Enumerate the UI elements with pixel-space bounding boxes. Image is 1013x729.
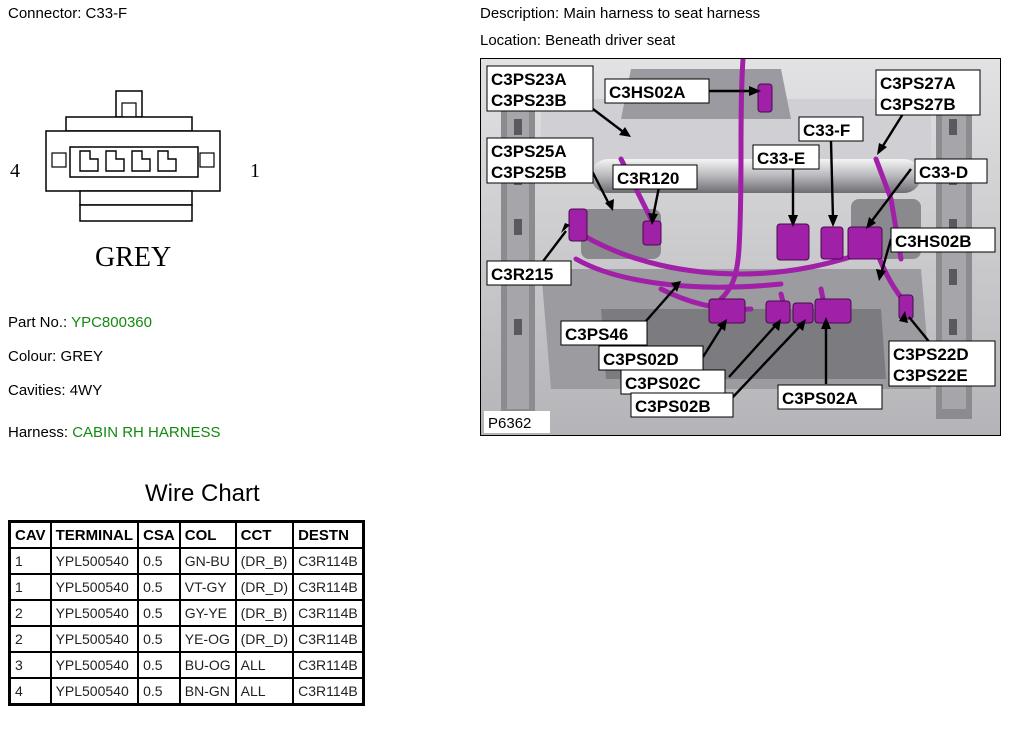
cell-col: BN-GN <box>178 677 237 706</box>
cell-cav: 2 <box>8 625 52 653</box>
cell-terminal: YPL500540 <box>49 547 140 575</box>
label-c3ps02c: C3PS02C <box>625 374 701 393</box>
colour-line: Colour: GREY <box>8 348 103 365</box>
part-no-label: Part No.: <box>8 314 68 331</box>
table-row: 2 YPL500540 0.5 YE-OG (DR_D) C3R114B <box>8 625 365 653</box>
cell-csa: 0.5 <box>137 599 181 627</box>
label-c3ps27a: C3PS27A <box>880 74 956 93</box>
label-c3ps23b: C3PS23B <box>491 91 567 110</box>
cell-csa: 0.5 <box>137 651 181 679</box>
cell-cct: ALL <box>234 651 295 679</box>
label-c3ps02d: C3PS02D <box>603 350 679 369</box>
label-c3r215: C3R215 <box>491 265 553 284</box>
cell-destn: C3R114B <box>292 573 365 601</box>
location-photo: C3PS23A C3PS23B C3HS02A C3PS27A C3PS27B … <box>480 58 1001 436</box>
cell-destn: C3R114B <box>292 651 365 679</box>
cell-col: GY-YE <box>178 599 237 627</box>
location-value: Beneath driver seat <box>545 32 676 49</box>
colour-label: Colour: <box>8 348 57 365</box>
cell-csa: 0.5 <box>137 573 181 601</box>
header-destn: DESTN <box>292 520 365 549</box>
header-csa: CSA <box>137 520 181 549</box>
harness-line: Harness: CABIN RH HARNESS <box>8 424 221 441</box>
table-header-row: CAV TERMINAL CSA COL CCT DESTN <box>8 520 365 549</box>
cavities-label: Cavities: <box>8 382 66 399</box>
header-cct: CCT <box>234 520 295 549</box>
cell-destn: C3R114B <box>292 677 365 706</box>
label-c3hs02b: C3HS02B <box>895 232 972 251</box>
label-c33d: C33-D <box>919 163 968 182</box>
connector-value: C33-F <box>85 5 128 22</box>
location-line: Location: Beneath driver seat <box>480 32 675 49</box>
table-row: 3 YPL500540 0.5 BU-OG ALL C3R114B <box>8 651 365 679</box>
part-no-value: YPC800360 <box>71 314 152 331</box>
colour-value: GREY <box>60 348 104 365</box>
table-row: 2 YPL500540 0.5 GY-YE (DR_B) C3R114B <box>8 599 365 627</box>
label-c3ps25a: C3PS25A <box>491 142 567 161</box>
cell-terminal: YPL500540 <box>49 625 140 653</box>
cavities-value: 4WY <box>69 382 103 399</box>
cell-cav: 4 <box>8 677 52 706</box>
cell-col: VT-GY <box>178 573 237 601</box>
label-c3ps46: C3PS46 <box>565 325 628 344</box>
label-c3ps02a: C3PS02A <box>782 389 858 408</box>
label-c3hs02a: C3HS02A <box>609 83 686 102</box>
cell-terminal: YPL500540 <box>49 573 140 601</box>
cell-csa: 0.5 <box>137 547 181 575</box>
cell-terminal: YPL500540 <box>49 677 140 706</box>
label-c3r120: C3R120 <box>617 169 679 188</box>
header-terminal: TERMINAL <box>49 520 140 549</box>
label-c3ps22d: C3PS22D <box>893 345 969 364</box>
cell-destn: C3R114B <box>292 599 365 627</box>
label-c3ps27b: C3PS27B <box>880 95 956 114</box>
cell-cav: 3 <box>8 651 52 679</box>
label-c3ps25b: C3PS25B <box>491 163 567 182</box>
wire-chart-title: Wire Chart <box>145 480 260 507</box>
cell-col: BU-OG <box>178 651 237 679</box>
table-row: 4 YPL500540 0.5 BN-GN ALL C3R114B <box>8 677 365 706</box>
cell-cct: (DR_B) <box>234 547 295 575</box>
harness-value: CABIN RH HARNESS <box>72 424 221 441</box>
diagram-colour-text: GREY <box>95 242 171 273</box>
diagram-right-num: 1 <box>250 160 260 182</box>
cell-cct: ALL <box>234 677 295 706</box>
header-col: COL <box>178 520 237 549</box>
table-row: 1 YPL500540 0.5 GN-BU (DR_B) C3R114B <box>8 547 365 575</box>
location-label: Location: <box>480 32 541 49</box>
cell-csa: 0.5 <box>137 625 181 653</box>
label-c33e: C33-E <box>757 149 805 168</box>
description-label: Description: <box>480 5 560 22</box>
label-c3ps23a: C3PS23A <box>491 70 567 89</box>
cell-cav: 1 <box>8 547 52 575</box>
wire-chart-table: CAV TERMINAL CSA COL CCT DESTN 1 YPL5005… <box>8 520 365 706</box>
cell-cct: (DR_D) <box>234 625 295 653</box>
cell-csa: 0.5 <box>137 677 181 706</box>
connector-face-diagram: 4 1 GREY <box>10 90 260 273</box>
cell-cct: (DR_D) <box>234 573 295 601</box>
cell-terminal: YPL500540 <box>49 651 140 679</box>
description-value: Main harness to seat harness <box>563 5 761 22</box>
label-c3ps22e: C3PS22E <box>893 366 968 385</box>
label-c33f: C33-F <box>803 121 850 140</box>
cell-destn: C3R114B <box>292 547 365 575</box>
connector-label: Connector: <box>8 5 82 22</box>
table-row: 1 YPL500540 0.5 VT-GY (DR_D) C3R114B <box>8 573 365 601</box>
cell-cct: (DR_B) <box>234 599 295 627</box>
header-cav: CAV <box>8 520 52 549</box>
connector-line: Connector: C33-F <box>8 5 127 22</box>
cell-terminal: YPL500540 <box>49 599 140 627</box>
part-no-line: Part No.: YPC800360 <box>8 314 152 331</box>
cell-cav: 1 <box>8 573 52 601</box>
cell-destn: C3R114B <box>292 625 365 653</box>
description-line: Description: Main harness to seat harnes… <box>480 5 760 22</box>
harness-label: Harness: <box>8 424 69 441</box>
diagram-left-num: 4 <box>10 160 20 182</box>
label-c3ps02b: C3PS02B <box>635 397 711 416</box>
cell-col: GN-BU <box>178 547 237 575</box>
cell-cav: 2 <box>8 599 52 627</box>
cavities-line: Cavities: 4WY <box>8 382 102 399</box>
cell-col: YE-OG <box>178 625 237 653</box>
photo-id: P6362 <box>488 415 531 432</box>
